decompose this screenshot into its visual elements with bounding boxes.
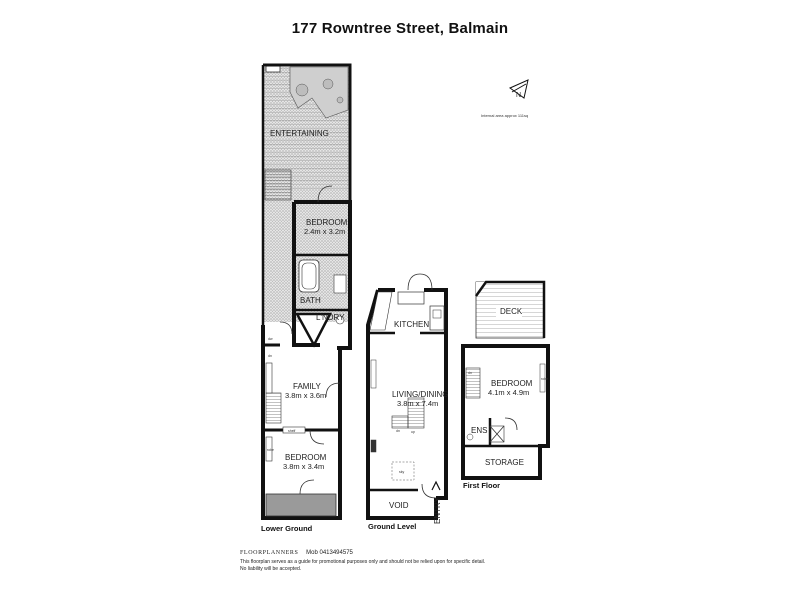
first-floor-label: First Floor — [463, 481, 500, 490]
garden-plant — [322, 78, 334, 90]
bedroom-first-label: BEDROOM — [491, 379, 533, 388]
door-swing — [504, 417, 518, 431]
footer-liability: No liability will be accepted. — [240, 566, 302, 572]
shelf-ground — [370, 359, 377, 389]
lower-ground-plan: ENTERTAINING BEDROOM 2.4m x 3.2m BATH L'… — [261, 63, 352, 533]
ground-stairs-lower — [391, 415, 409, 429]
void-label: VOID — [389, 501, 409, 510]
lower-window — [265, 493, 337, 517]
garden-plant — [295, 83, 309, 97]
shelf-label-lower: shelf — [288, 429, 295, 433]
window-bay — [369, 291, 393, 331]
entry-label: ENTRY — [433, 496, 442, 524]
kitchen-bench — [397, 291, 425, 305]
first-stairs — [465, 367, 481, 399]
garden-steps — [264, 169, 292, 201]
deck-label-bg — [496, 305, 522, 317]
door-swing — [317, 185, 333, 203]
compass-icon — [508, 79, 529, 99]
dn-label-lower: dn — [268, 354, 272, 358]
bedroom-top-dim: 2.4m x 3.2m — [304, 227, 345, 236]
lndry-label: L'NDRY — [316, 313, 345, 322]
sky-label-ground: sky — [399, 470, 405, 474]
door-swing — [299, 479, 315, 495]
dn-label-ground: dn — [396, 429, 400, 433]
ground-level-label: Ground Level — [368, 522, 416, 531]
family-stairs — [265, 392, 282, 424]
family-label: FAMILY — [293, 382, 322, 391]
kitchen-label: KITCHEN — [394, 320, 429, 329]
garden-bed — [289, 66, 349, 119]
footer-mob: Mob 0413494575 — [306, 550, 353, 556]
bedroom-first-dim: 4.1m x 4.9m — [488, 388, 529, 397]
footer-brand-line: FLOORPLANNERS Mob 0413494575 — [240, 550, 353, 556]
bedroom-top-label: BEDROOM — [306, 218, 348, 227]
laundry-wedge — [294, 312, 333, 348]
dn-label-first: dn — [468, 371, 472, 375]
garden-boundary — [263, 63, 352, 202]
compass-n-label: N — [516, 92, 521, 99]
robe — [265, 436, 273, 462]
entry-arrow — [431, 480, 441, 491]
living-dim: 3.8m x 7.4m — [397, 399, 438, 408]
door-swing — [419, 273, 433, 291]
first-floor-plan: DECK BEDROOM 4.1m x 4.9m ENS STORAGE dn … — [461, 280, 550, 490]
page-title: 177 Rowntree Street, Balmain — [291, 20, 509, 37]
up-label-ground: up — [411, 430, 415, 434]
door-swing — [325, 382, 341, 398]
family-dim: 3.8m x 3.6m — [285, 391, 326, 400]
living-label: LIVING/DINING — [392, 390, 448, 399]
bedroom-lower-dim: 3.8m x 3.4m — [283, 462, 324, 471]
door-swing — [309, 429, 325, 445]
ens-toilet — [466, 433, 474, 441]
deck-label: DECK — [500, 307, 523, 316]
robe-first — [539, 363, 546, 393]
footer-brand: FLOORPLANNERS — [240, 550, 299, 556]
dw-label-lower: dw — [268, 337, 273, 341]
vanity — [333, 274, 347, 294]
bedroom-wing-walls — [292, 200, 352, 350]
storage-label: STORAGE — [485, 458, 524, 467]
bath-label: BATH — [300, 296, 321, 305]
ground-walls — [366, 288, 448, 520]
toilet — [335, 315, 345, 325]
door-swing — [407, 273, 421, 291]
stair-rail — [265, 362, 273, 394]
bath-tub-inner — [301, 262, 317, 290]
door-swing — [279, 321, 293, 335]
skylight — [391, 461, 415, 481]
ens-label: ENS — [471, 426, 487, 435]
internal-area-label: Internal area approx 111sq — [481, 113, 528, 118]
fridge — [370, 439, 377, 453]
door-swing — [421, 483, 437, 499]
deck-rail — [474, 280, 546, 338]
robe-label-first: robe — [541, 377, 548, 381]
bedroom-lower-label: BEDROOM — [285, 453, 327, 462]
shower-cross — [489, 425, 505, 443]
footer-disclaimer: This floorplan serves as a guide for pro… — [240, 559, 486, 565]
shelf — [282, 426, 306, 434]
ens-shower — [489, 425, 505, 443]
lower-ground-label: Lower Ground — [261, 524, 313, 533]
ground-level-plan: KITCHEN LIVING/DINING 3.8m x 7.4m VOID E… — [366, 273, 448, 531]
north-compass: N Internal area approx 111sq — [481, 79, 529, 118]
garden-plant — [336, 96, 344, 104]
robe-label-lower: robe — [267, 448, 274, 452]
kitchen-sink — [432, 309, 442, 319]
lower-house-walls — [261, 325, 342, 520]
entertaining-label: ENTERTAINING — [270, 129, 329, 138]
ground-stairs — [407, 397, 425, 429]
